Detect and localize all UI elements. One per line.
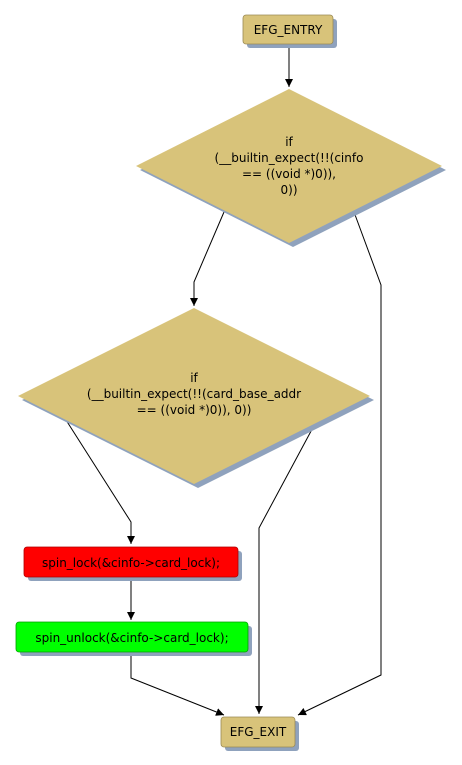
node-entry-box [242,14,334,45]
node-cond1-line-2: (__builtin_expect(!!(cinfo [215,151,364,165]
edge-unlock-to-exit [130,653,225,716]
node-lock-box [23,546,239,578]
node-lock: spin_lock(&cinfo->card_lock); [23,546,242,581]
node-unlock-label: spin_unlock(&cinfo->card_lock); [35,631,228,645]
node-cond1-line-4: 0)) [281,183,298,197]
node-cond2: if (__builtin_expect(!!(card_base_addr =… [18,308,374,488]
edge-cond2-to-lock [65,419,135,544]
node-cond2-diamond [18,308,370,484]
node-entry-label: EFG_ENTRY [254,23,323,37]
node-cond1-line-1: if [285,135,293,149]
node-cond2-line-2: (__builtin_expect(!!(card_base_addr [87,387,301,401]
node-entry: EFG_ENTRY [242,14,337,48]
node-exit-box [220,716,296,748]
edge-cond1-to-cond2 [190,211,225,306]
node-unlock-box [15,621,249,653]
edge-cond2-to-exit [255,419,318,714]
node-exit: EFG_EXIT [220,716,299,751]
node-unlock: spin_unlock(&cinfo->card_lock); [15,621,252,656]
node-cond1-line-3: == ((void *)0)), [242,167,336,181]
node-exit-label: EFG_EXIT [230,725,287,739]
node-cond2-line-3: == ((void *)0)), 0)) [137,403,252,417]
edge-cond1-to-exit [297,211,382,716]
node-cond1: if (__builtin_expect(!!(cinfo == ((void … [136,89,446,247]
node-lock-label: spin_lock(&cinfo->card_lock); [42,556,220,570]
node-cond1-diamond [136,89,442,243]
node-cond2-line-1: if [190,371,198,385]
edges [65,45,382,716]
